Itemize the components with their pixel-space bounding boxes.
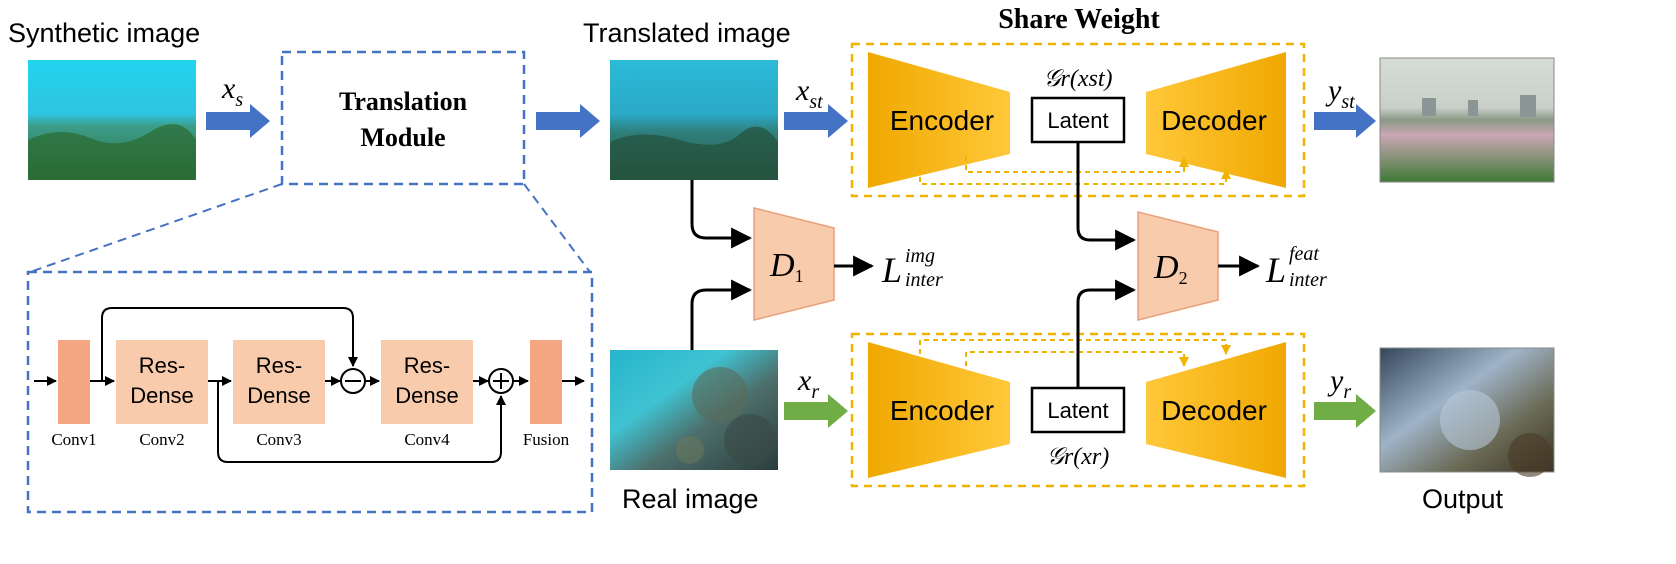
block1-line1: Res- — [139, 353, 185, 378]
encoder-bottom — [868, 342, 1010, 478]
svg-text:xr: xr — [797, 364, 819, 403]
share-weight-title: Share Weight — [998, 4, 1160, 35]
svg-text:xst: xst — [795, 74, 823, 113]
label-xst: xst — [795, 74, 823, 113]
conv2-label: Conv2 — [139, 430, 184, 449]
svg-text:inter: inter — [905, 269, 943, 291]
svg-text:yst: yst — [1325, 74, 1355, 113]
svg-text:D2: D2 — [1153, 249, 1188, 288]
loss-inter-feat: L feat inter — [1265, 243, 1327, 291]
fusion-label: Fusion — [523, 430, 570, 449]
fusion-block — [530, 340, 562, 424]
discriminator-d1-label: D1 — [769, 247, 804, 286]
svg-text:feat: feat — [1289, 243, 1319, 265]
resdense-block-2 — [233, 340, 325, 424]
decoder-top-label: Decoder — [1161, 105, 1267, 136]
label-yr: yr — [1327, 364, 1351, 403]
latent-bottom-formula: 𝒢r(xr) — [1047, 444, 1109, 470]
label-xs: xs — [221, 72, 243, 111]
discriminator-d2-label: D2 — [1153, 249, 1188, 288]
translated-image-thumbnail — [610, 60, 778, 180]
resdense-block-3 — [381, 340, 473, 424]
translation-module-title-line2: Module — [360, 123, 445, 152]
latent-top-formula: 𝒢r(xst) — [1043, 66, 1112, 92]
add-node — [488, 368, 514, 394]
loss-inter-img: L img inter — [881, 245, 943, 291]
encoder-bottom-label: Encoder — [890, 395, 994, 426]
discriminator-d1 — [753, 207, 835, 321]
latent-box-bottom — [1030, 386, 1126, 434]
discriminator-connections — [690, 142, 1261, 388]
arrow-module-to-translated — [536, 104, 600, 138]
subtract-node — [340, 368, 366, 394]
module-detail-box — [26, 270, 594, 514]
block2-line1: Res- — [256, 353, 302, 378]
conv4-label: Conv4 — [404, 430, 450, 449]
arrow-real-to-encoder — [784, 394, 848, 428]
svg-text:yr: yr — [1327, 364, 1351, 403]
module-flow-lines — [34, 307, 585, 463]
synthetic-image-thumbnail — [28, 60, 196, 180]
translation-module-title-line1: Translation — [339, 87, 468, 116]
arrow-translated-to-encoder — [784, 104, 848, 138]
latent-top-label: Latent — [1047, 108, 1108, 133]
arrow-synthetic-to-module — [206, 104, 270, 138]
discriminator-d2 — [1137, 211, 1219, 321]
translation-module-box — [280, 50, 526, 186]
svg-text:inter: inter — [1289, 269, 1327, 291]
synthetic-image-label: Synthetic image — [8, 18, 200, 48]
real-image-label: Real image — [622, 484, 759, 514]
conv1-block — [58, 340, 90, 424]
label-yst: yst — [1325, 74, 1355, 113]
skip-connections-top — [919, 156, 1231, 185]
label-xr: xr — [797, 364, 819, 403]
output-label: Output — [1422, 484, 1504, 514]
block1-line2: Dense — [130, 383, 194, 408]
latent-bottom-label: Latent — [1047, 398, 1108, 423]
zoom-line-right — [523, 183, 591, 273]
output-image-top — [1379, 57, 1555, 183]
skip-connections-bottom — [919, 339, 1231, 367]
arrow-decoder-to-output — [1314, 104, 1376, 138]
block3-line2: Dense — [395, 383, 459, 408]
translated-image-label: Translated image — [583, 18, 791, 48]
resdense-block-1 — [116, 340, 208, 424]
real-image-thumbnail — [610, 350, 778, 470]
decoder-bottom-label: Decoder — [1161, 395, 1267, 426]
svg-text:L: L — [881, 250, 902, 290]
svg-text:xs: xs — [221, 72, 243, 111]
conv1-label: Conv1 — [51, 430, 96, 449]
output-image-bottom — [1379, 347, 1555, 477]
decoder-top — [1146, 52, 1286, 188]
encoder-top-label: Encoder — [890, 105, 994, 136]
decoder-bottom — [1146, 342, 1286, 478]
svg-text:img: img — [905, 245, 935, 267]
conv3-label: Conv3 — [256, 430, 301, 449]
zoom-line-left — [29, 183, 283, 273]
encoder-top — [868, 52, 1010, 188]
svg-text:D1: D1 — [769, 247, 804, 286]
arrow-decoder-to-output-bottom — [1314, 394, 1376, 428]
block3-line1: Res- — [404, 353, 450, 378]
block2-line2: Dense — [247, 383, 311, 408]
svg-text:L: L — [1265, 250, 1286, 290]
